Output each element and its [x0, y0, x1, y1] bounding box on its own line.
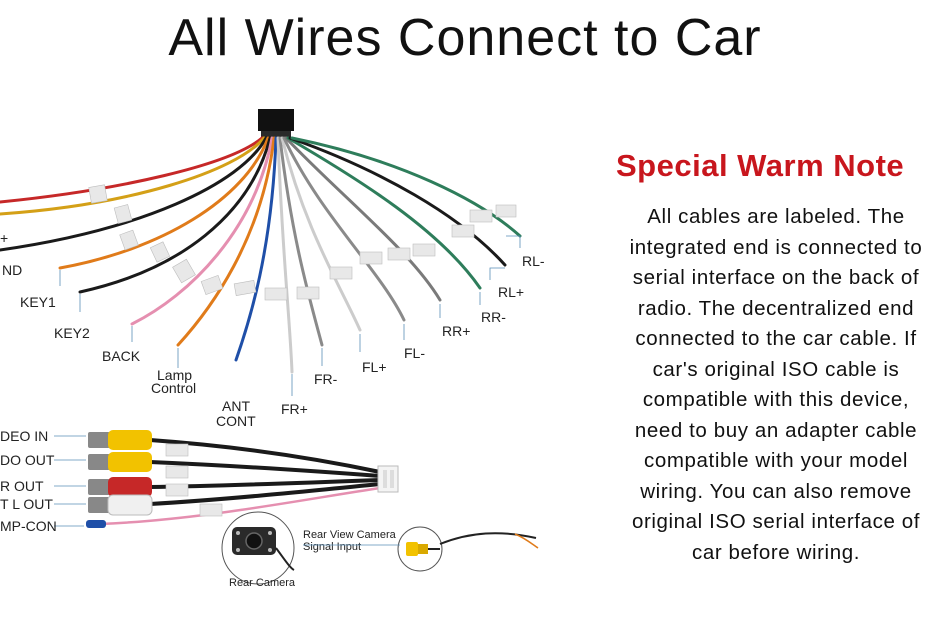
rear-camera-cable [275, 547, 295, 571]
label-fr-minus: FR- [314, 371, 338, 387]
wire-tag [113, 204, 133, 224]
wire-tag [88, 184, 108, 204]
wire-tag [233, 280, 257, 296]
label-fl-minus: FL- [404, 345, 425, 361]
rca-white-plug [88, 497, 110, 513]
label-fr-plus: FR+ [281, 401, 308, 417]
wire-lamp [176, 136, 276, 347]
label-video-in: DEO IN [0, 428, 48, 444]
rca-white-body [107, 494, 153, 516]
av-cable-pink [98, 486, 382, 526]
label-back: BACK [102, 348, 141, 364]
camera-extension-cable [439, 532, 537, 545]
wire-batt-yellow [0, 136, 266, 216]
label-l-out: T L OUT [0, 496, 53, 512]
wire-tag [469, 209, 493, 223]
av-cable-4 [148, 482, 382, 506]
label-rl-minus: RL- [522, 253, 545, 269]
label-key2: KEY2 [54, 325, 90, 341]
leader-line [506, 235, 521, 248]
label-camera-input-1: Rear View Camera [303, 529, 397, 541]
rca-yellow-plug-2 [88, 454, 110, 470]
wire-ground-black [0, 136, 268, 252]
label-ant-2: CONT [216, 413, 256, 429]
rca-yellow-body-2 [108, 452, 152, 472]
label-key1: KEY1 [20, 294, 56, 310]
wire-tag [451, 224, 475, 238]
wire-fl-minus [282, 136, 406, 322]
wire-tag [495, 204, 517, 218]
wire-rr-plus [284, 136, 442, 302]
label-ant-1: ANT [222, 398, 250, 414]
camera-input-plug [406, 542, 418, 556]
camera-input-socket [418, 544, 428, 554]
av-connector [377, 465, 399, 493]
wire-tag [264, 287, 288, 301]
note-body: All cables are labeled. The integrated e… [629, 205, 923, 564]
wire-tag [296, 286, 320, 300]
wire-tag [329, 266, 353, 280]
rca-red-plug [88, 479, 110, 495]
wire-key1 [58, 136, 270, 270]
label-rr-plus: RR+ [442, 323, 470, 339]
av-tag [165, 443, 189, 457]
label-amp-con: MP-CON [0, 518, 57, 534]
rear-camera-led [236, 531, 240, 535]
wire-acc-red [0, 136, 264, 204]
av-tag [199, 503, 223, 517]
wire-rl-plus [288, 136, 507, 267]
label-plus: + [0, 230, 8, 246]
wire-fr-minus [278, 136, 324, 347]
wire-tag [119, 229, 139, 251]
leader-line [489, 267, 505, 280]
wire-key2 [78, 136, 272, 294]
rca-yellow-plug [88, 432, 110, 448]
av-tag [165, 465, 189, 479]
label-r-out: R OUT [0, 478, 44, 494]
wire-tag [387, 247, 411, 261]
label-video-out: DO OUT [0, 452, 55, 468]
label-rr-minus: RR- [481, 309, 506, 325]
label-lamp-1: Lamp [157, 367, 192, 383]
label-lamp-2: Control [151, 380, 196, 396]
av-tag [165, 483, 189, 497]
rca-yellow-body [108, 430, 152, 450]
wire-rr-minus [286, 136, 482, 290]
harness-connector [258, 109, 294, 131]
wire-ant [234, 136, 278, 362]
amp-con-tip [86, 520, 106, 528]
wire-tag [359, 251, 383, 265]
av-cable-1 [148, 438, 382, 474]
wire-tag [200, 274, 224, 296]
av-cable-2 [148, 460, 382, 478]
wire-tag [172, 258, 196, 284]
rear-camera-led [268, 531, 272, 535]
rear-camera-led [236, 548, 240, 552]
wire-rl-minus [290, 136, 522, 238]
label-rear-camera: Rear Camera [229, 577, 296, 589]
rear-camera-led [268, 548, 272, 552]
note-title: Special Warm Note [616, 148, 905, 183]
wire-back [130, 136, 274, 326]
page-title: All Wires Connect to Car [168, 9, 762, 67]
wire-tag [149, 241, 171, 263]
wire-fl-plus [280, 136, 362, 332]
rca-red-body [108, 477, 152, 497]
av-connector-pin [390, 470, 394, 488]
label-rl-plus: RL+ [498, 284, 524, 300]
label-gnd: ND [2, 262, 22, 278]
label-camera-input-2: Signal Input [303, 541, 361, 553]
av-connector-pin [383, 470, 387, 488]
wire-tag [412, 243, 436, 257]
label-fl-plus: FL+ [362, 359, 387, 375]
rear-camera-lens [245, 532, 263, 550]
harness-connector-body [261, 131, 291, 139]
wire-fr-plus [276, 136, 294, 374]
camera-extension-red-wire [514, 533, 539, 549]
